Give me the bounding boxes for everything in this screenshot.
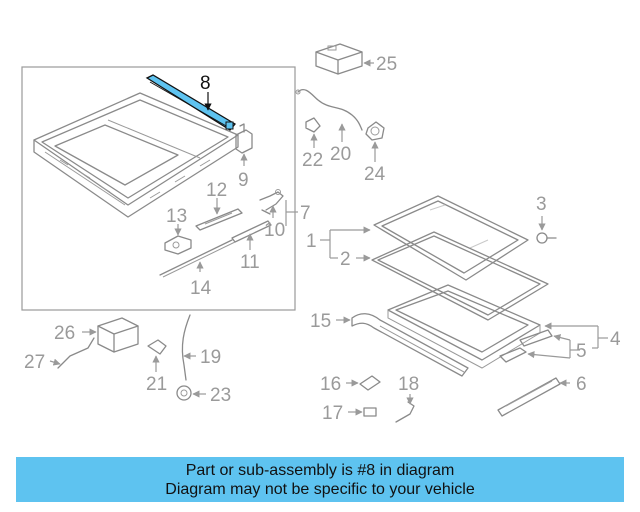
callout-18: 18 xyxy=(398,374,419,395)
sunroof-frame-drawing xyxy=(33,92,239,218)
part-6-rail xyxy=(497,377,561,417)
callout-10: 10 xyxy=(264,220,285,241)
banner-line-1: Part or sub-assembly is #8 in diagram xyxy=(185,462,455,479)
part-5-brackets xyxy=(499,329,553,363)
callout-19: 19 xyxy=(200,347,221,368)
callout-26: 26 xyxy=(54,323,75,344)
inset-frame xyxy=(21,66,296,311)
part-23-valve xyxy=(176,385,192,401)
part-13-clip xyxy=(164,235,192,255)
callout-8: 8 xyxy=(200,73,211,94)
callout-14: 14 xyxy=(190,278,212,299)
part-18-hook xyxy=(395,401,415,423)
part-17-clip xyxy=(363,407,377,417)
part-27-cable xyxy=(57,337,95,369)
part-1-glass xyxy=(373,195,529,281)
part-15-weatherstrip xyxy=(351,313,469,377)
callout-25: 25 xyxy=(376,54,397,75)
callout-1: 1 xyxy=(306,231,317,252)
part-25-motor xyxy=(315,43,363,75)
callout-27: 27 xyxy=(24,352,45,373)
part-19-tube xyxy=(181,314,191,381)
part-2-seal xyxy=(371,231,549,321)
callout-3: 3 xyxy=(536,194,547,215)
part-14-cable xyxy=(159,239,236,278)
callout-2: 2 xyxy=(340,249,351,270)
callout-13: 13 xyxy=(166,206,187,227)
callout-5: 5 xyxy=(576,341,587,362)
callout-16: 16 xyxy=(320,374,341,395)
part-12-strip xyxy=(195,208,243,231)
part-22-clip xyxy=(305,117,321,133)
callout-12: 12 xyxy=(206,180,227,201)
part-8-highlighted[interactable] xyxy=(145,74,236,131)
part-4-frame xyxy=(387,284,541,369)
callout-9: 9 xyxy=(238,170,249,191)
part-3-screw xyxy=(536,232,557,244)
part-16-pad xyxy=(359,375,381,391)
callout-22: 22 xyxy=(302,150,323,171)
info-banner: Part or sub-assembly is #8 in diagram Di… xyxy=(16,457,624,502)
callout-15: 15 xyxy=(310,311,331,332)
callout-23: 23 xyxy=(210,385,231,406)
callout-21: 21 xyxy=(146,374,167,395)
part-10-linkage xyxy=(259,189,284,215)
part-11-strip xyxy=(231,220,272,243)
part-24-grommet xyxy=(365,121,385,141)
banner-line-2: Diagram may not be specific to your vehi… xyxy=(165,481,475,498)
part-9-bracket xyxy=(235,123,253,154)
callout-4: 4 xyxy=(610,329,621,350)
callout-20: 20 xyxy=(330,144,351,165)
callout-24: 24 xyxy=(364,164,386,185)
callout-7: 7 xyxy=(300,203,311,224)
part-26-unit xyxy=(97,317,139,353)
callout-6: 6 xyxy=(576,374,587,395)
part-21-clip xyxy=(147,339,167,355)
callout-11: 11 xyxy=(240,252,260,273)
part-20-hose xyxy=(295,88,363,131)
callout-17: 17 xyxy=(322,403,343,424)
